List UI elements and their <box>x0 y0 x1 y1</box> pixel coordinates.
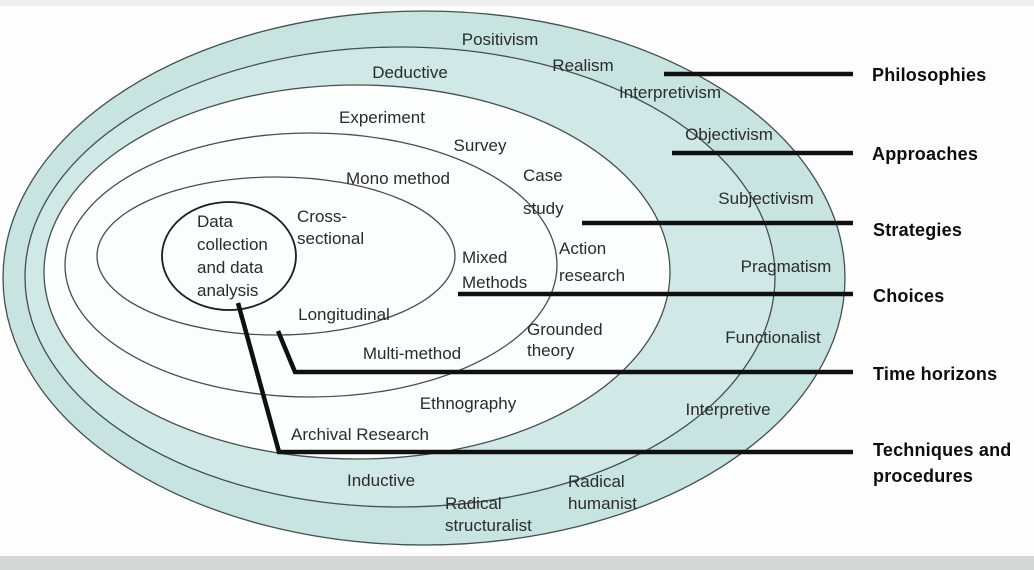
label-deductive: Deductive <box>372 63 448 82</box>
category-techniques: Techniques and procedures <box>873 440 1012 486</box>
label-interpretive: Interpretive <box>685 400 771 419</box>
label-grounded-theory: Grounded theory <box>527 320 603 360</box>
connector-time-horizons <box>275 330 853 375</box>
label-longitudinal: Longitudinal <box>298 305 390 324</box>
top-border-strip <box>0 0 1034 6</box>
category-strategies: Strategies <box>873 220 963 240</box>
label-mono-method: Mono method <box>346 169 450 188</box>
label-functionalist: Functionalist <box>725 328 821 347</box>
label-data-collection: Data collection and data analysis <box>197 212 268 300</box>
label-subjectivism: Subjectivism <box>718 189 814 208</box>
label-realism: Realism <box>552 56 614 75</box>
label-positivism: Positivism <box>461 30 539 49</box>
label-survey: Survey <box>453 136 507 155</box>
label-action-research: Action research <box>559 239 626 285</box>
label-radical-humanist: Radical humanist <box>568 472 637 513</box>
label-archival-research: Archival Research <box>291 425 429 444</box>
core-techniques-circle <box>161 201 297 311</box>
bottom-border-strip <box>0 556 1034 570</box>
category-choices: Choices <box>873 286 945 306</box>
label-cross-sectional: Cross- sectional <box>297 207 365 248</box>
label-mixed-methods: Mixed Methods <box>462 248 528 292</box>
label-experiment: Experiment <box>339 108 425 127</box>
label-radical-structuralist: Radical structuralist <box>445 494 532 535</box>
label-multi-method: Multi-method <box>362 344 462 363</box>
label-pragmatism: Pragmatism <box>740 257 832 276</box>
category-philosophies: Philosophies <box>872 65 987 85</box>
category-approaches: Approaches <box>872 144 979 164</box>
label-objectivism: Objectivism <box>685 125 773 144</box>
label-interpretivism: Interpretivism <box>618 83 722 102</box>
category-time-horizons: Time horizons <box>873 364 998 384</box>
connector-techniques <box>235 302 853 455</box>
label-case-study: Case study <box>523 166 564 218</box>
label-inductive: Inductive <box>346 471 416 490</box>
label-ethnography: Ethnography <box>419 394 517 413</box>
